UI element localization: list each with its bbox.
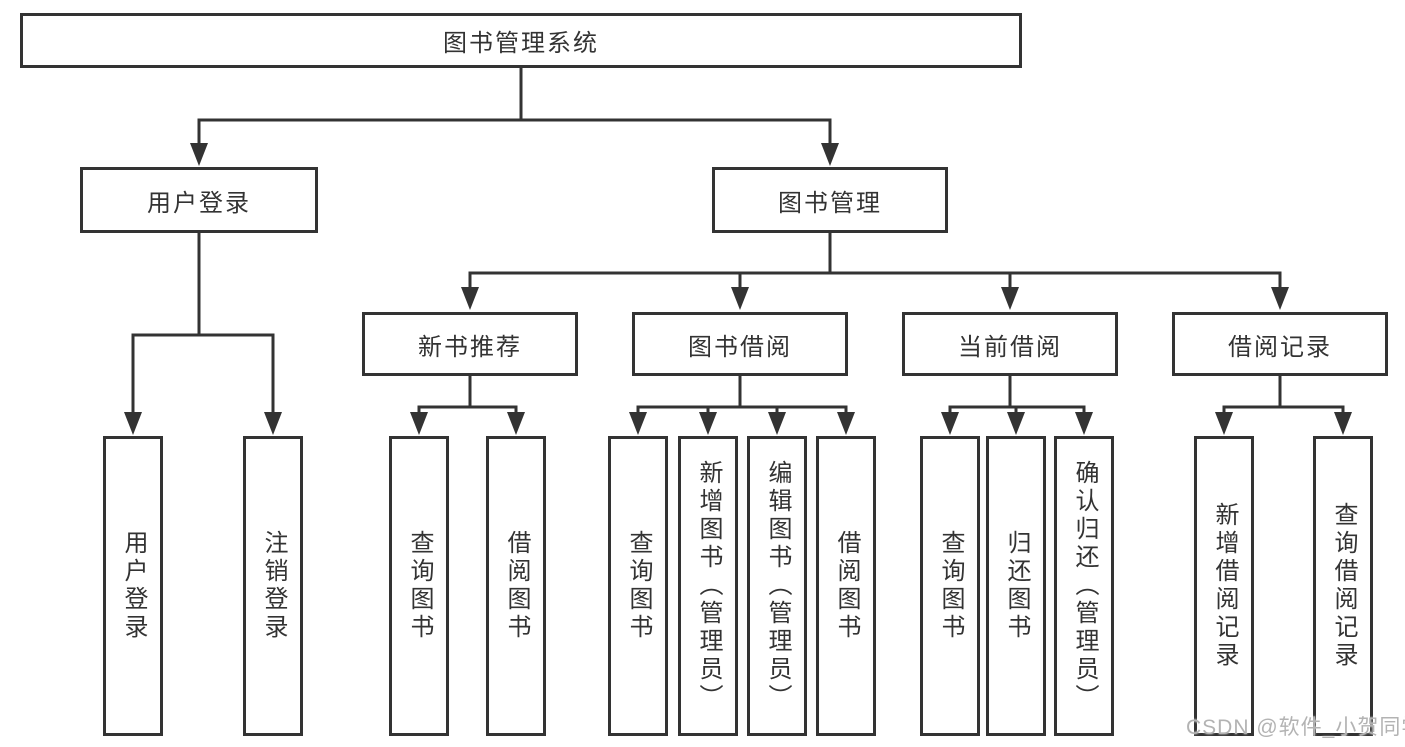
node-book-borrow: 图书借阅 xyxy=(632,312,848,376)
connector-book-mgmt-to-level3 xyxy=(461,233,1289,310)
watermark-text: CSDN @软件_小贺同学 xyxy=(1186,716,1405,739)
leaf-borrow-query-books-label: 查询图书 xyxy=(625,530,652,642)
connector-new-rec-to-leaves xyxy=(410,376,525,435)
node-book-mgmt: 图书管理 xyxy=(712,167,948,233)
node-current-borrow: 当前借阅 xyxy=(902,312,1118,376)
connector-root-to-level2 xyxy=(190,68,839,166)
leaf-rec-borrow-books-label: 借阅图书 xyxy=(503,530,530,642)
node-root-label: 图书管理系统 xyxy=(443,30,599,57)
node-book-mgmt-label: 图书管理 xyxy=(778,189,882,217)
leaf-borrow-books-label: 借阅图书 xyxy=(833,530,860,642)
leaf-rec-query-books-label: 查询图书 xyxy=(406,530,433,642)
connector-current-to-leaves xyxy=(941,376,1093,435)
leaf-return-books-label: 归还图书 xyxy=(1003,530,1030,642)
leaf-current-query-books: 查询图书 xyxy=(920,436,980,736)
leaf-add-borrow-record-label: 新增借阅记录 xyxy=(1211,502,1238,670)
leaf-query-borrow-record: 查询借阅记录 xyxy=(1313,436,1373,736)
leaf-query-borrow-record-label: 查询借阅记录 xyxy=(1330,502,1357,670)
node-current-borrow-label: 当前借阅 xyxy=(958,333,1062,361)
node-book-borrow-label: 图书借阅 xyxy=(688,333,792,361)
node-new-book-rec-label: 新书推荐 xyxy=(418,333,522,361)
node-user-login: 用户登录 xyxy=(80,167,318,233)
leaf-add-books-admin-label: 新增图书（管理员） xyxy=(695,460,722,712)
node-borrow-records-label: 借阅记录 xyxy=(1228,333,1332,361)
leaf-current-query-books-label: 查询图书 xyxy=(937,530,964,642)
connector-borrow-to-leaves xyxy=(629,376,855,435)
leaf-confirm-return-admin-label: 确认归还（管理员） xyxy=(1071,460,1098,712)
leaf-add-books-admin: 新增图书（管理员） xyxy=(678,436,738,736)
leaf-edit-books-admin: 编辑图书（管理员） xyxy=(747,436,807,736)
leaf-edit-books-admin-label: 编辑图书（管理员） xyxy=(764,460,791,712)
node-borrow-records: 借阅记录 xyxy=(1172,312,1388,376)
leaf-rec-query-books: 查询图书 xyxy=(389,436,449,736)
leaf-borrow-query-books: 查询图书 xyxy=(608,436,668,736)
leaf-borrow-books: 借阅图书 xyxy=(816,436,876,736)
node-root: 图书管理系统 xyxy=(20,13,1022,68)
leaf-logout: 注销登录 xyxy=(243,436,303,736)
leaf-rec-borrow-books: 借阅图书 xyxy=(486,436,546,736)
leaf-user-login: 用户登录 xyxy=(103,436,163,736)
connector-user-login-to-leaves xyxy=(124,233,282,435)
leaf-user-login-label: 用户登录 xyxy=(120,530,147,642)
connector-records-to-leaves xyxy=(1215,376,1352,435)
node-new-book-rec: 新书推荐 xyxy=(362,312,578,376)
leaf-logout-label: 注销登录 xyxy=(260,530,287,642)
leaf-confirm-return-admin: 确认归还（管理员） xyxy=(1054,436,1114,736)
node-user-login-label: 用户登录 xyxy=(147,189,251,217)
leaf-return-books: 归还图书 xyxy=(986,436,1046,736)
leaf-add-borrow-record: 新增借阅记录 xyxy=(1194,436,1254,736)
